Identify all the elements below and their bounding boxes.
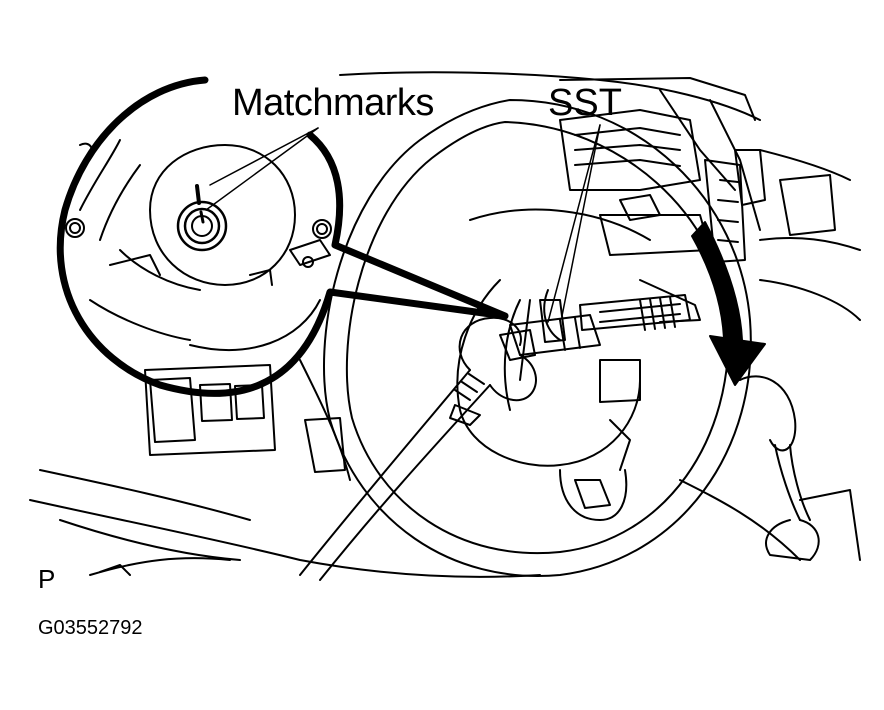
steering-wheel	[323, 99, 752, 577]
leader-lines	[205, 124, 601, 323]
view-code-label: P	[38, 564, 56, 594]
figure-id-label: G03552792	[38, 617, 143, 639]
curved-arrow-down-icon	[691, 221, 766, 386]
sst-label: SST	[548, 82, 622, 124]
matchmarks-label: Matchmarks	[232, 82, 434, 124]
matchmarks-zoom-callout	[56, 76, 509, 397]
dashboard-outline	[29, 71, 861, 578]
wrench	[299, 316, 537, 581]
sst-puller-tool	[509, 289, 691, 381]
